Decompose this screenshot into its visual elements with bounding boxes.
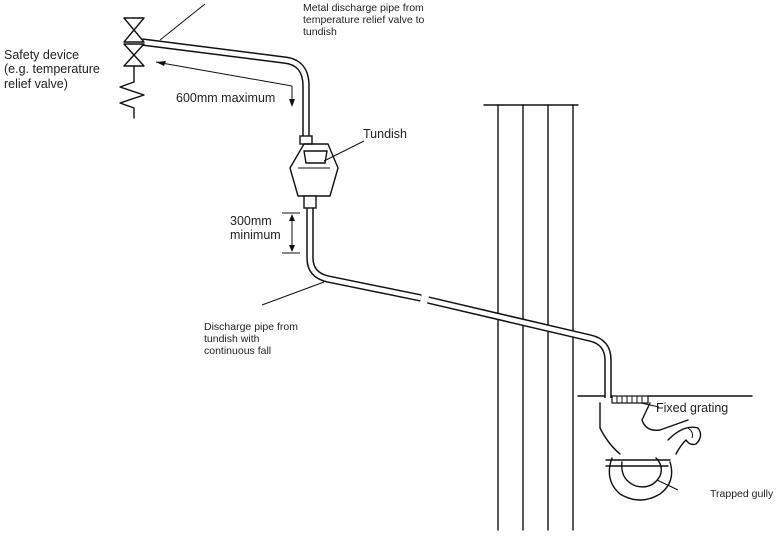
safety-device-label: Safety device (e.g. temperature relief v… <box>4 48 100 91</box>
discharge-pipe-label: Discharge pipe from tundish with continu… <box>204 321 298 357</box>
dimension-600mm <box>155 61 295 107</box>
discharge-pipe-line-1: Discharge pipe from <box>204 321 298 333</box>
min-300-line-1: 300mm <box>230 214 272 228</box>
safety-device-line-3: relief valve) <box>4 76 68 91</box>
fixed-grating-label: Fixed grating <box>656 401 729 415</box>
min-300-label: 300mm minimum <box>230 214 281 243</box>
discharge-pipe-line-3: continuous fall <box>204 345 272 358</box>
metal-pipe-line-1: Metal discharge pipe from <box>303 2 424 14</box>
dimension-300mm <box>282 212 300 254</box>
metal-pipe-label: Metal discharge pipe from temperature re… <box>303 2 424 38</box>
safety-device-line-2: (e.g. temperature <box>4 62 100 77</box>
tundish <box>289 135 339 209</box>
metal-pipe-line-3: tundish <box>303 26 337 39</box>
wall-stack <box>483 104 579 531</box>
leader-lines <box>159 3 679 491</box>
fixed-grating <box>611 395 649 404</box>
metal-discharge-pipe <box>141 38 310 138</box>
discharge-pipe-upper <box>306 208 422 302</box>
tundish-label: Tundish <box>363 127 408 141</box>
trapped-gully <box>599 402 702 501</box>
min-300-line-2: minimum <box>230 228 281 243</box>
discharge-pipe-line-2: tundish with <box>204 333 260 346</box>
metal-pipe-line-2: temperature relief valve to <box>303 14 425 27</box>
safety-valve <box>119 17 145 119</box>
discharge-pipe-lower <box>427 296 612 398</box>
safety-device-line-1: Safety device <box>4 48 80 62</box>
trapped-gully-label: Trapped gully <box>710 488 774 500</box>
max-600-label: 600mm maximum <box>176 91 276 105</box>
